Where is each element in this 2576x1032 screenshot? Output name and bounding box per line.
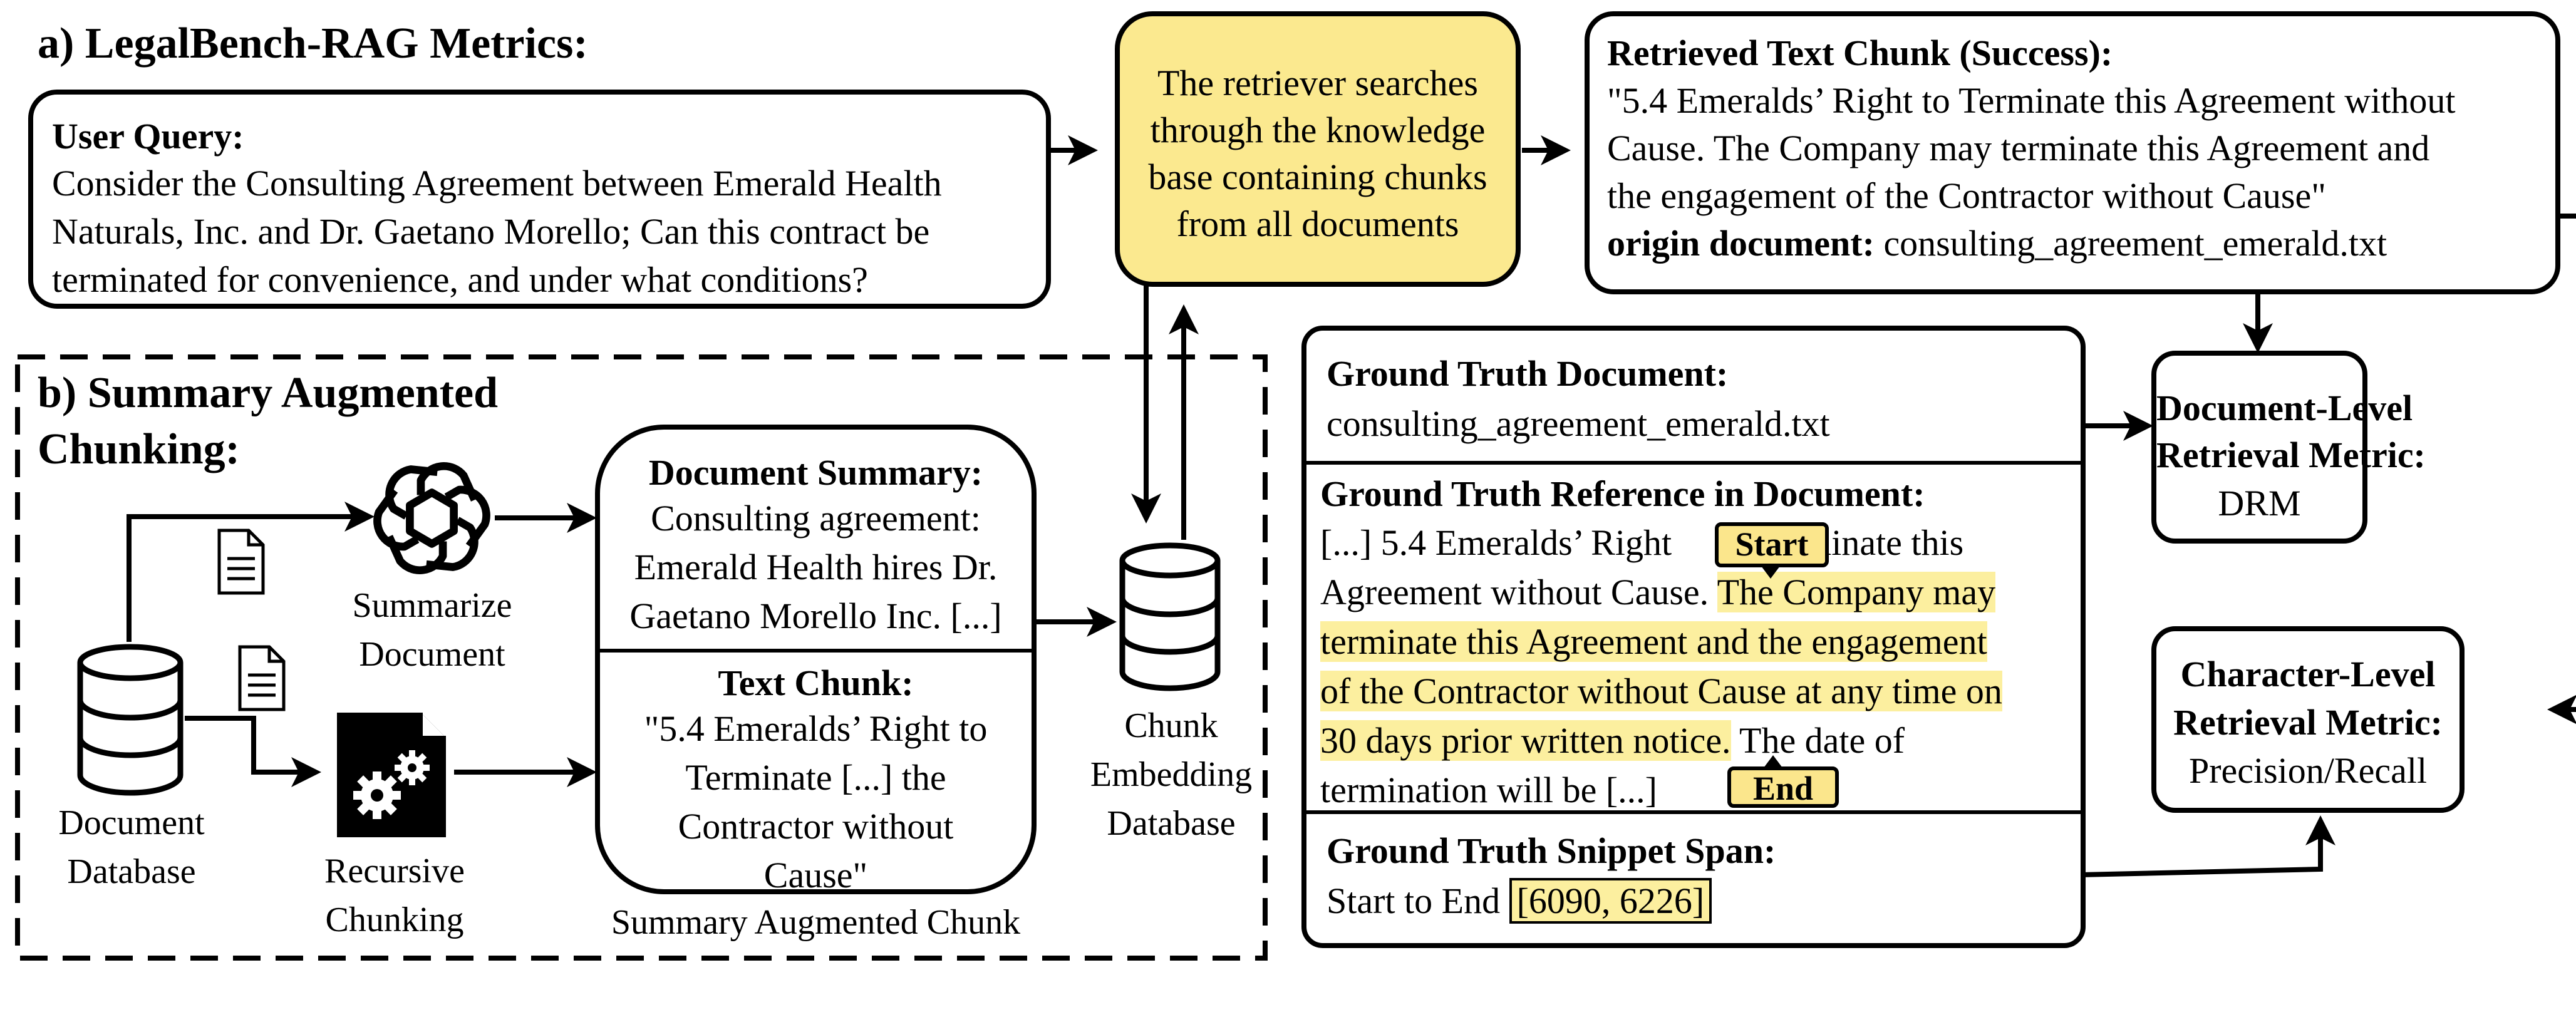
gt-highlight-text: The Company may [1717, 572, 1996, 612]
retriever-line: through the knowledge [1150, 110, 1486, 150]
arrow-db-to-recursive [185, 716, 321, 787]
gt-span-row: Start to End [6090, 6226] [1327, 877, 1712, 926]
embedding-database-label-line: Database [1107, 804, 1236, 843]
arrow-db-to-summarize [127, 502, 375, 642]
document-icon [238, 645, 286, 711]
embedding-database-label-line: Embedding [1090, 755, 1253, 794]
document-icon [217, 529, 265, 595]
gt-highlight-text: terminate this Agreement and the engagem… [1320, 621, 1987, 662]
gt-document-section: Ground Truth Document: consulting_agreem… [1306, 331, 2081, 465]
origin-document-value: consulting_agreement_emerald.txt [1883, 223, 2387, 264]
text-chunk-line: "5.4 Emeralds’ Right to [644, 708, 988, 749]
retrieved-chunk-line: Cause. The Company may terminate this Ag… [1607, 128, 2430, 168]
retriever-line: The retriever searches [1157, 63, 1478, 103]
retrieved-chunk-box: Retrieved Text Chunk (Success): "5.4 Eme… [1585, 11, 2560, 294]
gt-reference-line: 30 days prior written notice. The date o… [1320, 716, 1905, 765]
origin-document-row: origin document: consulting_agreement_em… [1607, 219, 2387, 268]
user-query-line: Naturals, Inc. and Dr. Gaetano Morello; … [52, 211, 930, 252]
start-tag-pointer [1761, 566, 1780, 579]
gt-reference-text: [...] 5.4 Emeralds’ Right [1320, 522, 1672, 563]
user-query-title: User Query: [52, 116, 244, 157]
retrieved-chunk-title: Retrieved Text Chunk (Success): [1607, 33, 2113, 73]
section-b-heading-line2: Chunking: [38, 425, 240, 473]
user-query-line: terminated for convenience, and under wh… [52, 259, 868, 300]
drm-line: Retrieval Metric: [2156, 435, 2426, 475]
summary-augmented-chunk-label: Summary Augmented Chunk [611, 903, 1021, 942]
gt-span-section: Ground Truth Snippet Span: Start to End … [1306, 814, 2081, 943]
gt-reference-text: minate this [1803, 522, 1964, 563]
gt-highlight-text: of the Contractor without Cause at any t… [1320, 671, 2002, 711]
document-summary-line: Gaetano Morello Inc. [...] [629, 596, 1002, 636]
gt-reference-line: Agreement without Cause. The Company may [1320, 568, 1996, 617]
recursive-chunking-label-line: Chunking [325, 900, 464, 939]
retrieved-chunk-line: "5.4 Emeralds’ Right to Terminate this A… [1607, 80, 2456, 121]
user-query-box: User Query: Consider the Consulting Agre… [28, 90, 1051, 309]
embedding-database-icon [1119, 542, 1221, 691]
gt-document-title: Ground Truth Document: [1327, 353, 1729, 394]
retriever-box: The retriever searches through the knowl… [1115, 11, 1521, 287]
retrieved-chunk-line: the engagement of the Contractor without… [1607, 175, 2326, 216]
text-chunk-line: Terminate [...] the [685, 757, 946, 798]
gt-reference-line: terminate this Agreement and the engagem… [1320, 617, 1987, 666]
document-summary-line: Consulting agreement: [651, 498, 981, 539]
end-tag: End [1727, 766, 1839, 808]
arrow-span-to-crm [2080, 815, 2335, 877]
user-query-line: Consider the Consulting Agreement betwee… [52, 163, 942, 204]
document-level-metric-box: Document-Level Retrieval Metric: DRM [2151, 351, 2426, 544]
gt-reference-line: of the Contractor without Cause at any t… [1320, 667, 2002, 716]
document-database-label-line: Document [58, 803, 205, 842]
character-level-metric-box: Character-Level Retrieval Metric: Precis… [2151, 626, 2465, 813]
gt-reference-line: [...] 5.4 Emeralds’ Right minate this [1320, 519, 1963, 567]
gt-reference-text: The date of [1730, 720, 1905, 761]
retriever-line: from all documents [1176, 204, 1459, 244]
text-chunk-line: Cause" [763, 855, 868, 895]
document-summary-line: Emerald Health hires Dr. [634, 547, 998, 587]
start-tag: Start [1715, 522, 1829, 567]
gt-reference-section: Ground Truth Reference in Document: [...… [1306, 465, 2081, 814]
section-b-heading-line1: b) Summary Augmented [38, 369, 499, 417]
crm-line: Retrieval Metric: [2173, 702, 2443, 743]
gt-reference-line: termination will be [...] [1320, 770, 1657, 810]
gt-reference-title: Ground Truth Reference in Document: [1320, 473, 1925, 514]
document-summary-title: Document Summary: [648, 452, 983, 493]
section-b-dashed-border [15, 354, 1268, 961]
document-database-label-line: Database [67, 852, 196, 891]
text-chunk-title: Text Chunk: [718, 663, 914, 703]
document-summary-section: Document Summary: Consulting agreement: … [600, 430, 1032, 653]
gt-highlight-text: 30 days prior written notice. [1320, 720, 1731, 761]
recursive-chunking-label-line: Recursive [324, 852, 465, 890]
arrow-chunk-to-crm [2547, 214, 2576, 725]
document-database-icon [77, 644, 184, 796]
gt-document-value: consulting_agreement_emerald.txt [1327, 403, 1830, 444]
crm-value: Precision/Recall [2188, 750, 2428, 791]
gt-span-title: Ground Truth Snippet Span: [1327, 830, 1776, 871]
gt-reference-text: Agreement without Cause. [1320, 572, 1717, 612]
drm-value: DRM [2218, 483, 2301, 524]
crm-line: Character-Level [2180, 654, 2436, 694]
summarize-document-label-line: Document [359, 635, 505, 674]
summarize-document-label-line: Summarize [352, 586, 512, 625]
section-a-heading: a) LegalBench-RAG Metrics: [38, 19, 588, 68]
end-tag-pointer [1764, 755, 1782, 768]
text-chunk-line: Contractor without [678, 806, 954, 847]
drm-line: Document-Level [2156, 388, 2413, 428]
origin-document-label: origin document: [1607, 223, 1875, 264]
summary-augmented-chunk-box: Document Summary: Consulting agreement: … [595, 425, 1037, 895]
openai-logo-icon [371, 457, 493, 579]
gears-document-icon [337, 713, 446, 837]
gt-span-value: [6090, 6226] [1509, 878, 1712, 924]
embedding-database-label-line: Chunk [1124, 706, 1218, 745]
ground-truth-box: Ground Truth Document: consulting_agreem… [1301, 326, 2086, 948]
gt-span-prefix: Start to End [1327, 880, 1509, 921]
retriever-line: base containing chunks [1148, 157, 1487, 197]
